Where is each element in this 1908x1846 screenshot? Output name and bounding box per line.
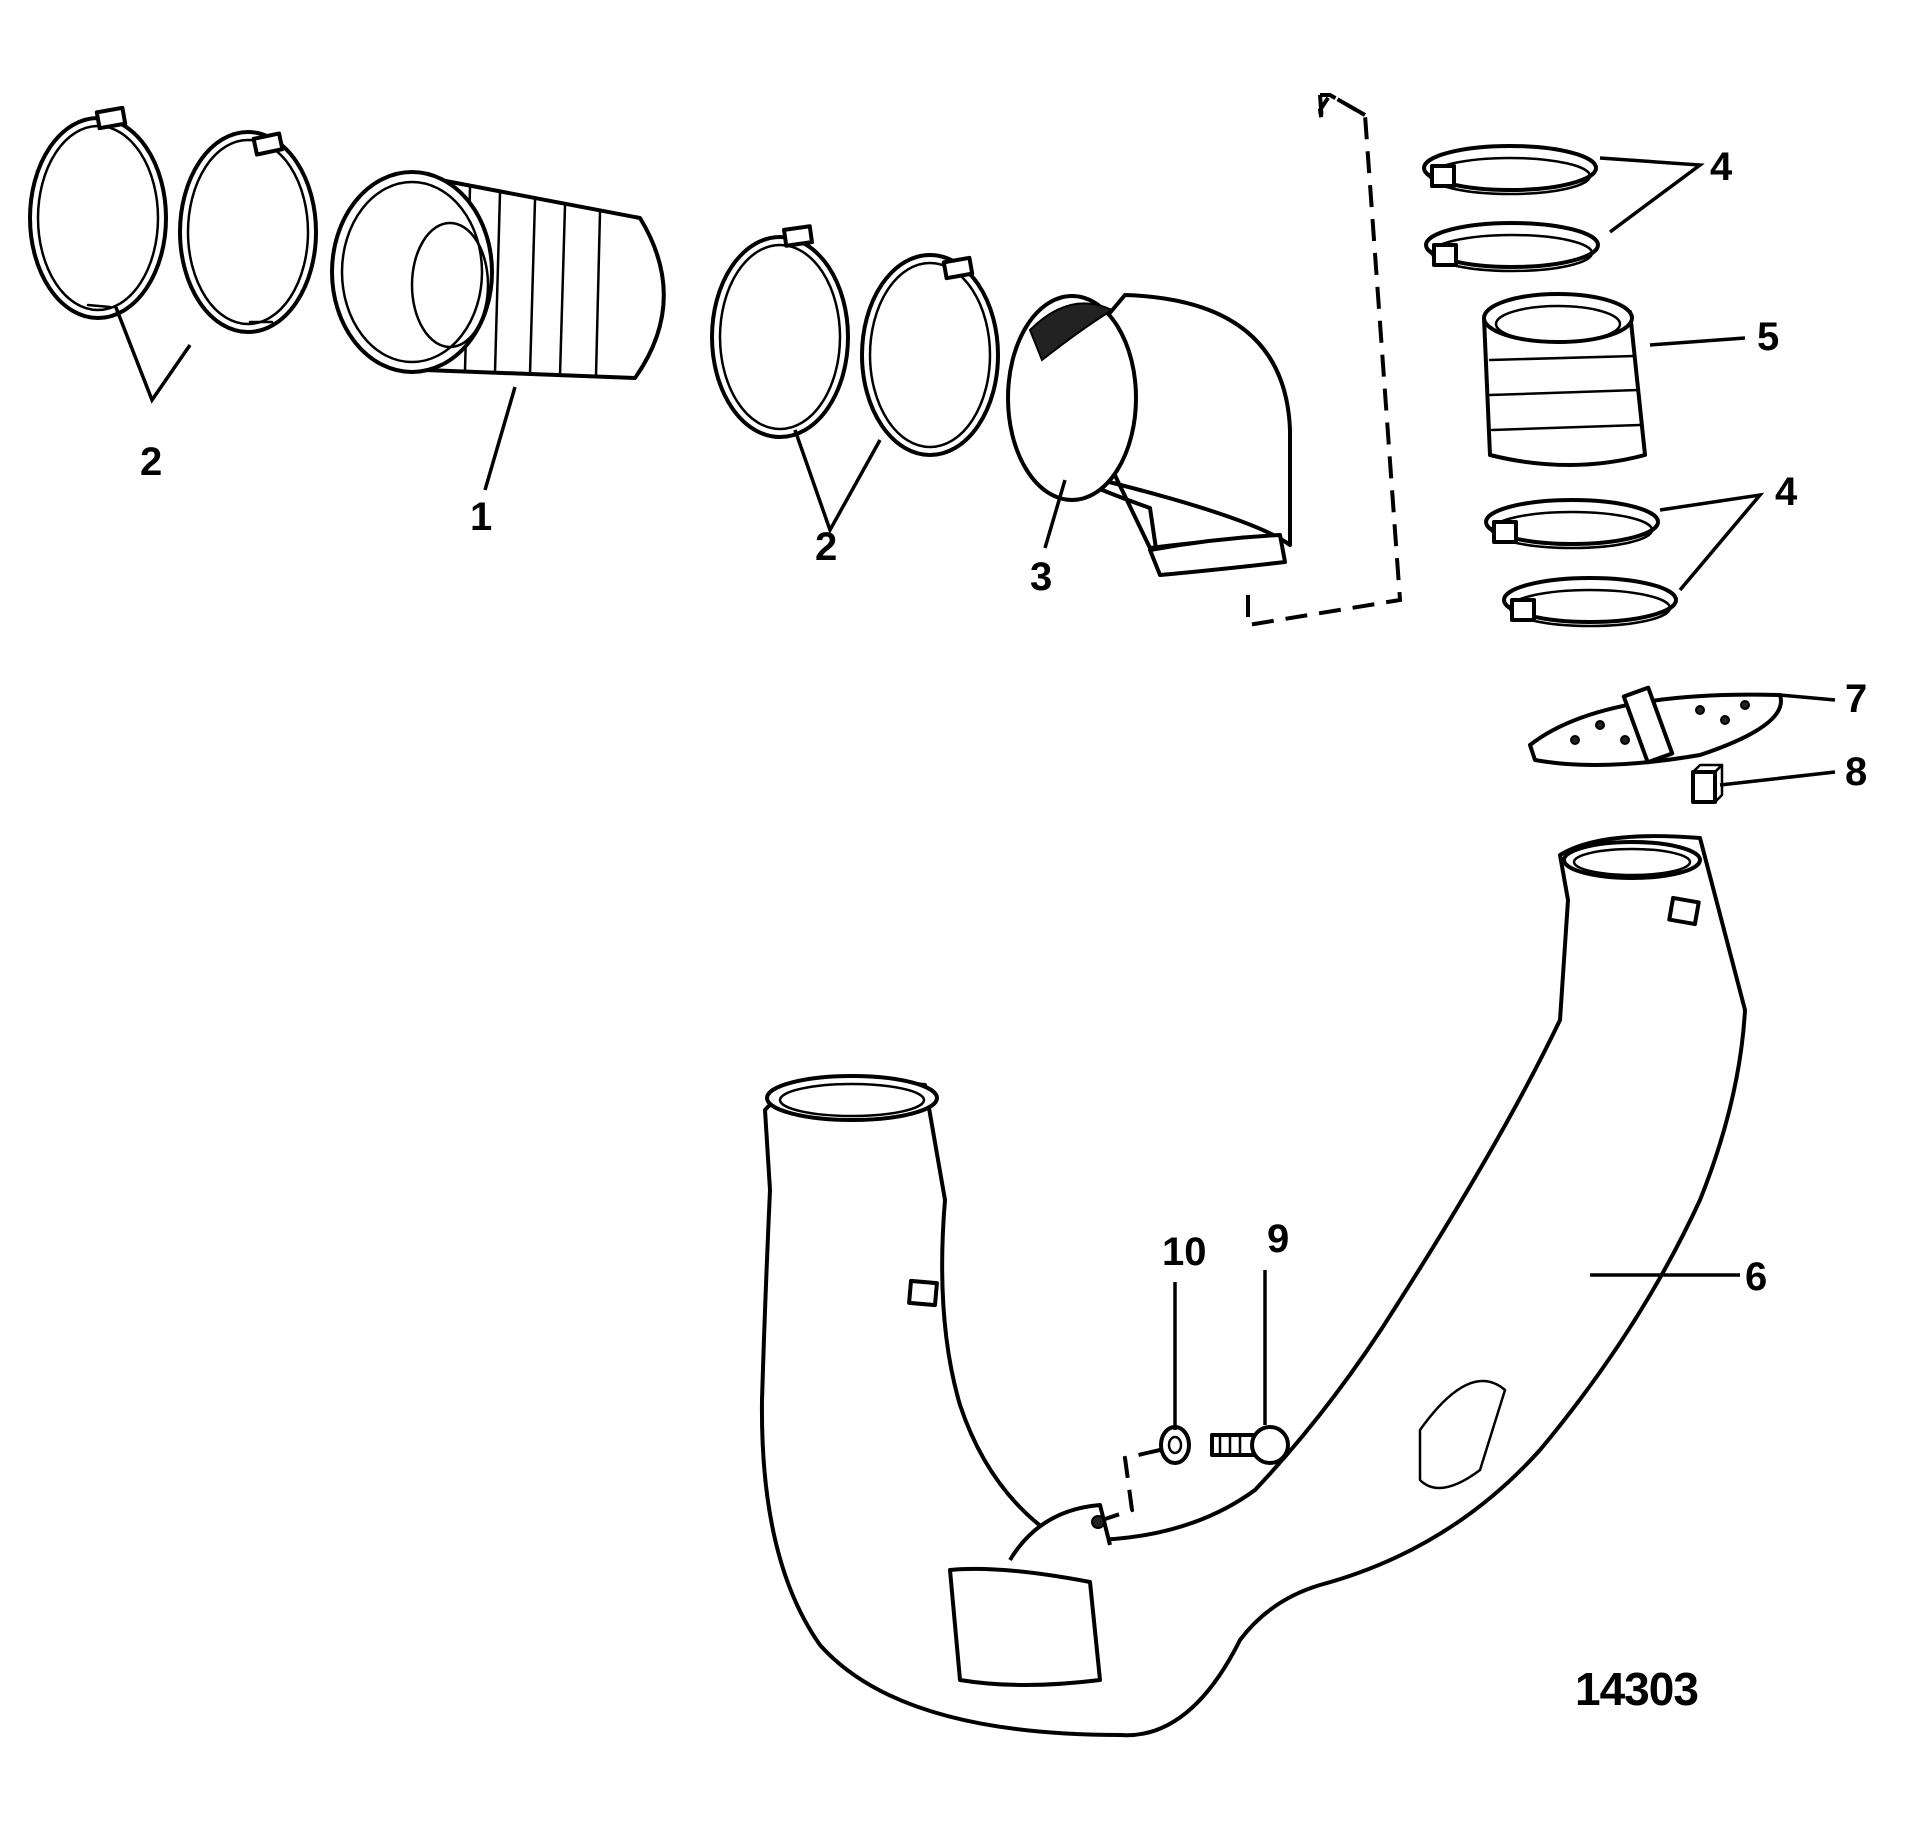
short-exhaust-hose <box>1482 292 1647 467</box>
hose-clamp-middle-2 <box>860 253 1000 457</box>
callout-6: 6 <box>1745 1255 1767 1299</box>
rubber-block <box>1691 763 1724 804</box>
callout-1: 1 <box>470 495 492 539</box>
exhaust-pipe <box>759 834 1747 1738</box>
callout-3: 3 <box>1030 555 1052 599</box>
hose-clamp-lower-1 <box>1484 498 1660 550</box>
hose-clamp-lower-2 <box>1502 576 1678 628</box>
hose-clamp-left-2 <box>178 130 318 334</box>
exhaust-hose <box>330 170 666 380</box>
hose-clamp-upper-1 <box>1422 144 1598 196</box>
callout-4-lower: 4 <box>1775 470 1798 514</box>
flapper-valve <box>1528 685 1783 767</box>
drawing-number: 14303 <box>1575 1663 1698 1715</box>
callout-10: 10 <box>1162 1230 1207 1274</box>
callout-9: 9 <box>1267 1217 1289 1261</box>
hose-clamp-left-1 <box>28 105 168 320</box>
callout-4-upper: 4 <box>1710 145 1733 189</box>
callout-7: 7 <box>1845 677 1867 721</box>
washer-to-pipe-dashed <box>1101 1448 1161 1522</box>
screw <box>1210 1425 1290 1465</box>
callout-8: 8 <box>1845 750 1867 794</box>
callout-5: 5 <box>1757 315 1779 359</box>
leader-lines <box>113 156 1836 1430</box>
callout-2-left: 2 <box>140 440 162 484</box>
callout-2-middle: 2 <box>815 525 837 569</box>
hose-clamp-upper-2 <box>1424 221 1600 273</box>
exhaust-elbow <box>1006 293 1292 577</box>
hose-clamp-middle-1 <box>710 224 850 439</box>
washer <box>1159 1425 1191 1465</box>
